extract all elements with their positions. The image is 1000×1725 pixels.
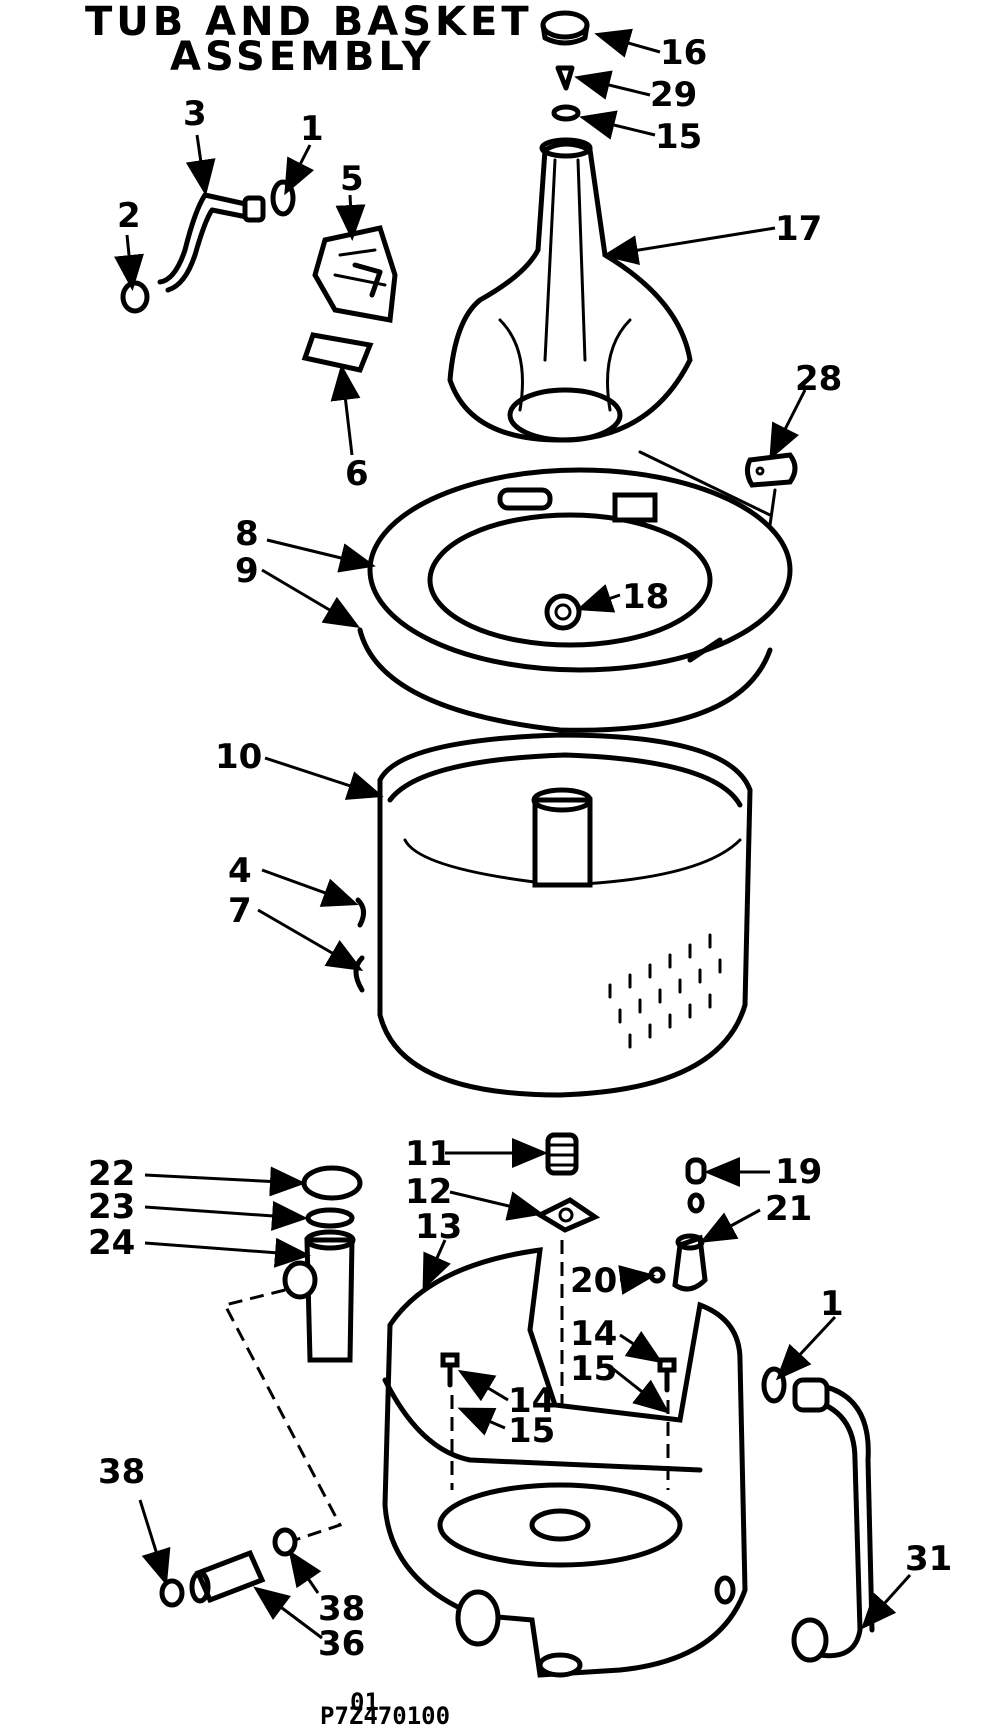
callout-28: 28	[795, 359, 842, 399]
part-19-cap	[685, 1157, 707, 1185]
diagram-title-line2: ASSEMBLY	[170, 34, 435, 80]
part-14-screw-left	[440, 1352, 460, 1388]
callout-36: 36	[318, 1624, 365, 1664]
callout-3: 3	[183, 94, 207, 134]
part-36-hose	[189, 1549, 266, 1604]
diagram-title-line1: TUB AND BASKET	[85, 0, 533, 45]
part-20-plug	[648, 1266, 666, 1284]
callout-11: 11	[405, 1134, 452, 1174]
part-16-cap	[540, 10, 590, 46]
part-4-clip	[355, 897, 366, 928]
part-6-pad	[301, 332, 374, 373]
callout-15-left: 15	[508, 1411, 555, 1451]
part-17-agitator	[447, 137, 693, 443]
callout-22: 22	[88, 1154, 135, 1194]
leader-lines	[114, 28, 912, 1640]
part-21-valve	[672, 1233, 708, 1292]
callout-9: 9	[235, 551, 259, 591]
part-12-seal	[534, 1197, 601, 1233]
callout-23: 23	[88, 1187, 135, 1227]
callout-10: 10	[215, 737, 262, 777]
part-29-screw	[555, 65, 575, 91]
part-7-clip	[353, 955, 365, 993]
part-10-basket	[377, 732, 753, 1098]
callout-8: 8	[235, 514, 259, 554]
callout-14-right: 14	[570, 1314, 617, 1354]
part-5-bracket	[312, 225, 398, 323]
callout-19: 19	[775, 1152, 822, 1192]
callout-31: 31	[905, 1539, 952, 1579]
callout-24: 24	[88, 1223, 135, 1263]
part-28-plate	[744, 452, 798, 488]
callout-6: 6	[345, 454, 369, 494]
part-22-seal	[301, 1165, 363, 1201]
part-13-outer-tub	[382, 1247, 748, 1678]
part-18-nut	[544, 593, 582, 631]
callout-4: 4	[228, 851, 252, 891]
callout-5: 5	[340, 159, 364, 199]
callout-29: 29	[650, 75, 697, 115]
callout-38-right: 38	[318, 1589, 365, 1629]
part-14-screw-right	[657, 1357, 677, 1393]
callout-2: 2	[117, 196, 141, 236]
part-8-tub-ring	[367, 467, 793, 673]
basket-perforations	[608, 933, 722, 1049]
callout-1-top: 1	[300, 109, 324, 149]
part-38-clamp-left	[159, 1578, 185, 1608]
callout-7: 7	[228, 891, 252, 931]
footer-code-top: 01	[350, 1688, 379, 1716]
part-9-gasket	[357, 627, 773, 733]
part-38-clamp-right	[272, 1527, 298, 1557]
callout-16: 16	[660, 33, 707, 73]
footer-code: P7Z470100	[320, 1702, 450, 1725]
callout-17: 17	[775, 209, 822, 249]
callout-20: 20	[570, 1261, 617, 1301]
part-3-hose	[157, 192, 266, 293]
part-21-washer	[687, 1192, 705, 1214]
callout-14-left: 14	[508, 1381, 555, 1421]
callout-15-right: 15	[570, 1349, 617, 1389]
part-11-spring	[545, 1132, 579, 1176]
drain-connection-line	[222, 1288, 343, 1542]
callout-21: 21	[765, 1189, 812, 1229]
callout-13: 13	[415, 1207, 462, 1247]
part-24-drain-pipe	[282, 1229, 356, 1363]
part-2-clamp	[120, 280, 150, 314]
callout-18: 18	[622, 577, 669, 617]
part-23-washer	[305, 1207, 355, 1229]
part-15-washer-top	[551, 104, 581, 122]
callout-12: 12	[405, 1172, 452, 1212]
callout-1-bottom: 1	[820, 1284, 844, 1324]
part-31-hose	[791, 1377, 875, 1663]
callout-38-left: 38	[98, 1452, 145, 1492]
callout-15-top: 15	[655, 117, 702, 157]
